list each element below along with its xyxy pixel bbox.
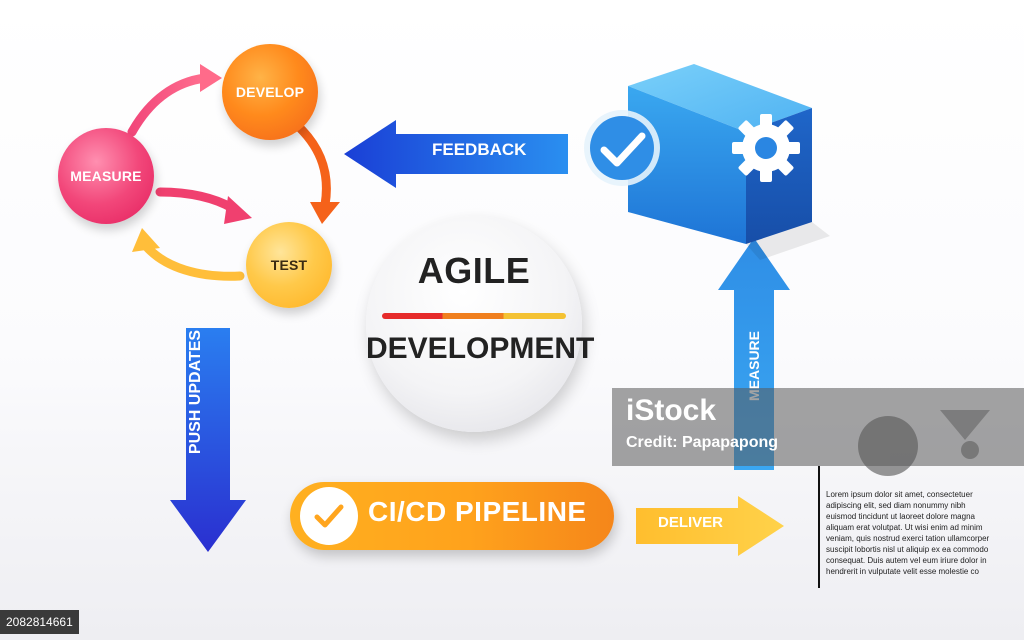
cycle-arrow-measure-to-test xyxy=(155,187,237,213)
text-rule xyxy=(818,466,820,588)
deliver-label: DELIVER xyxy=(658,514,724,531)
cycle-arrow-measure-to-develop xyxy=(127,73,210,137)
agile-title: AGILE xyxy=(417,250,531,291)
body-text: Lorem ipsum dolor sit amet, consectetuer… xyxy=(826,490,990,576)
stock-id: 2082814661 xyxy=(0,610,79,634)
check-icon xyxy=(584,110,660,186)
pipeline-check-badge xyxy=(300,487,358,545)
feedback-arrow xyxy=(344,120,568,188)
measure-label: MEASURE xyxy=(70,168,142,184)
watermark-brand: iStock xyxy=(626,394,717,427)
deliver-arrow xyxy=(636,496,784,556)
push-updates-label: PUSH UPDATES xyxy=(187,329,204,455)
watermark-band xyxy=(612,388,1024,466)
cycle-arrowhead-test-from-measure xyxy=(224,196,252,224)
agile-disc xyxy=(366,216,582,432)
develop-label: DEVELOP xyxy=(235,84,305,100)
cycle-arrow-test-to-measure xyxy=(141,241,245,281)
cycle-arrowhead-test-from-develop xyxy=(310,202,340,224)
cycle-arrowhead-measure-from-test xyxy=(132,228,160,252)
develop-node: DEVELOP xyxy=(222,44,318,140)
check-icon xyxy=(314,504,344,528)
watermark-credit: Credit: Papapapong xyxy=(626,434,779,451)
cicd-pipeline-label: CI/CD PIPELINE xyxy=(368,496,587,527)
cube xyxy=(628,64,830,260)
agile-color-bar xyxy=(382,313,566,319)
test-node: TEST xyxy=(246,222,332,308)
test-label: TEST xyxy=(270,257,308,273)
gear-icon xyxy=(732,114,800,182)
cycle-arrowhead-develop xyxy=(200,64,222,92)
development-title: DEVELOPMENT xyxy=(366,332,595,365)
push-updates-arrow xyxy=(170,328,246,552)
cycle-arrow-develop-to-test xyxy=(295,123,331,210)
measure-node: MEASURE xyxy=(58,128,154,224)
feedback-label: FEEDBACK xyxy=(432,140,527,159)
